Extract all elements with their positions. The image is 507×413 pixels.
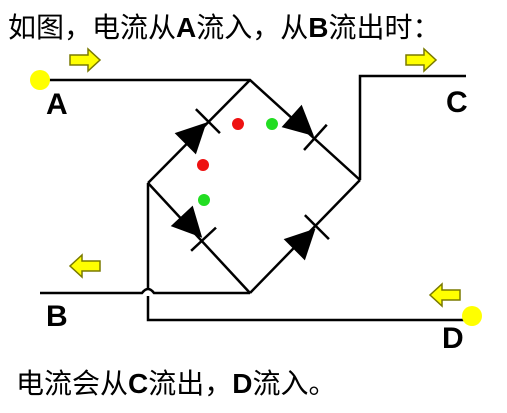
title-text-1: 如图，电流从 <box>8 11 177 44</box>
arrow-d-in <box>428 282 461 308</box>
wires <box>40 74 466 322</box>
footer-text-2: 流出， <box>148 367 233 400</box>
title-node-a: A <box>176 12 197 43</box>
terminal-dot-a <box>30 70 50 90</box>
title-node-b: B <box>308 12 329 43</box>
red-dot-upper-left <box>232 118 244 130</box>
diode-lower-right <box>283 214 330 261</box>
arrow-c-out <box>405 47 438 73</box>
title-text-2: 流入，从 <box>196 11 309 44</box>
footer-text-1: 电流会从 <box>16 367 129 400</box>
green-dot-lower-left <box>198 194 210 206</box>
red-dot-left <box>197 159 209 171</box>
node-label-b: B <box>46 300 68 333</box>
title-text-3: 流出时： <box>328 11 441 44</box>
wire-lower-left <box>147 182 251 294</box>
wire-b <box>40 287 250 295</box>
terminal-dot-d <box>462 306 482 326</box>
node-label-a: A <box>46 88 68 121</box>
node-label-c: C <box>446 86 468 119</box>
green-dot-upper-right <box>266 118 278 130</box>
diagram-title: 如图，电流从A流入，从B流出时： <box>8 6 441 46</box>
arrow-a-in <box>69 47 102 73</box>
diode-upper-right <box>281 104 328 151</box>
arrow-b-out <box>68 253 101 279</box>
footer-node-d: D <box>232 368 253 399</box>
diode-lower-left <box>170 205 217 252</box>
wire-crossover <box>146 296 466 322</box>
wire-c <box>358 74 466 180</box>
diagram-footer: 电流会从C流出，D流入。 <box>16 362 337 402</box>
node-label-d: D <box>442 322 464 355</box>
footer-node-c: C <box>128 368 149 399</box>
footer-text-3: 流入。 <box>252 367 337 400</box>
